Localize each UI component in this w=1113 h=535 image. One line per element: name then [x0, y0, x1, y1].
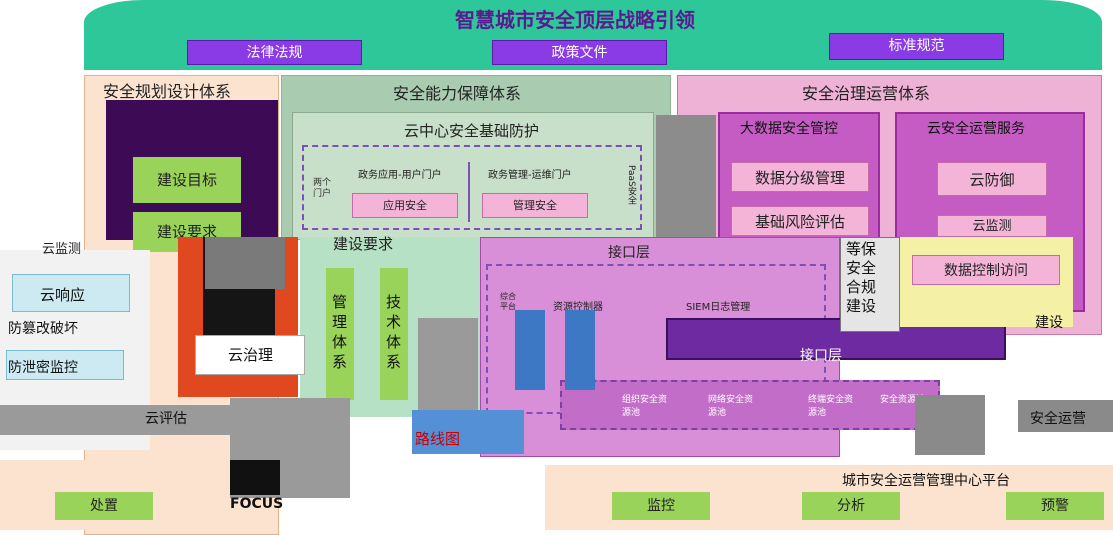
bigdata-title: 大数据安全管控 [740, 121, 838, 137]
glitch-left-strip [0, 405, 230, 435]
cloud-response-box[interactable] [12, 274, 130, 312]
data-grading[interactable]: 数据分级管理 [731, 162, 869, 192]
box-composite: 综合平台 [500, 292, 516, 311]
compliance-box [840, 237, 900, 332]
left-partial-label: 云监测 [42, 242, 82, 257]
capability-title: 安全能力保障体系 [393, 84, 522, 103]
tab-laws[interactable]: 法律法规 [187, 40, 362, 65]
cloud-eval-label: 云评估 [145, 411, 187, 427]
cloud-center-box [292, 112, 654, 240]
data-access-box[interactable]: 数据控制访问 [912, 255, 1060, 285]
ops-label: 安全运营 [1030, 411, 1086, 427]
tab-standards[interactable]: 标准规范 [829, 33, 1004, 60]
mgmt-security[interactable]: 管理安全 [482, 193, 588, 218]
portal-user: 政务应用-用户门户 [358, 170, 442, 181]
mgmt-system-label: 管理体系 [332, 293, 348, 371]
action-dispose[interactable]: 处置 [55, 492, 153, 520]
anti-tamper-label: 防篡改破坏 [8, 321, 78, 337]
two-portals-label: 两个门户 [313, 178, 332, 199]
header-title: 智慧城市安全顶层战略引领 [455, 8, 695, 32]
roadmap-box[interactable] [412, 410, 524, 454]
anti-leak-box[interactable] [6, 350, 124, 380]
cloud-center-title: 云中心安全基础防护 [404, 122, 540, 140]
interface-title: 接口层 [608, 245, 650, 261]
risk-assessment[interactable]: 基础风险评估 [731, 206, 869, 236]
pillar-blue-2 [565, 310, 595, 390]
governance-title: 安全治理运营体系 [802, 84, 931, 103]
glitch-right-block [915, 395, 985, 455]
compliance-label: 等保安全合规建设 [846, 240, 877, 315]
cloud-gov-box[interactable] [195, 335, 305, 375]
resource-pool-row [560, 380, 940, 430]
cloud-defense[interactable]: 云防御 [937, 162, 1047, 196]
cloud-monitor[interactable]: 云监测 [937, 215, 1047, 237]
ops-box[interactable] [1018, 400, 1113, 432]
portal-frame [302, 145, 642, 230]
tech-system-pillar [380, 268, 408, 400]
action-analyze[interactable]: 分析 [802, 492, 900, 520]
planning-title: 安全规划设计体系 [103, 82, 232, 101]
tab-policy[interactable]: 政策文件 [492, 40, 667, 65]
focus-label: FOCUS [230, 496, 284, 512]
requirement-label: 建设要求 [333, 235, 394, 253]
pool-terminal: 终端安全资源池 [808, 395, 854, 418]
pool-security: 安全资源池 [880, 395, 926, 405]
mgmt-system-pillar [326, 268, 354, 400]
cloud-response-label: 云响应 [40, 286, 86, 304]
box-resource: 资源控制器 [553, 302, 603, 313]
construction-label: 建设 [1035, 315, 1063, 331]
action-warn[interactable]: 预警 [1006, 492, 1104, 520]
cloud-gov-label: 云治理 [228, 346, 274, 364]
action-monitor[interactable]: 监控 [612, 492, 710, 520]
tech-system-label: 技术体系 [386, 293, 402, 371]
planning-goal[interactable]: 建设目标 [133, 157, 241, 203]
pillar-blue-1 [515, 310, 545, 390]
platform-title: 城市安全运营管理中心平台 [842, 473, 1010, 489]
cloud-ops-title: 云安全运营服务 [927, 121, 1025, 137]
box-siem: SIEM日志管理 [686, 302, 751, 313]
anti-leak-label: 防泄密监控 [8, 360, 78, 376]
glitch-graybox [205, 237, 285, 289]
portal-ops: 政务管理-运维门户 [488, 170, 572, 181]
interface-bar-label: 接口层 [800, 348, 842, 364]
pool-network: 网络安全资源池 [708, 395, 754, 418]
pool-org: 组织安全资源池 [622, 395, 668, 418]
app-security[interactable]: 应用安全 [352, 193, 458, 218]
roadmap-label: 路线图 [415, 430, 461, 448]
paas-security-label: PaaS安全 [626, 165, 636, 205]
divider-vertical [468, 162, 470, 222]
